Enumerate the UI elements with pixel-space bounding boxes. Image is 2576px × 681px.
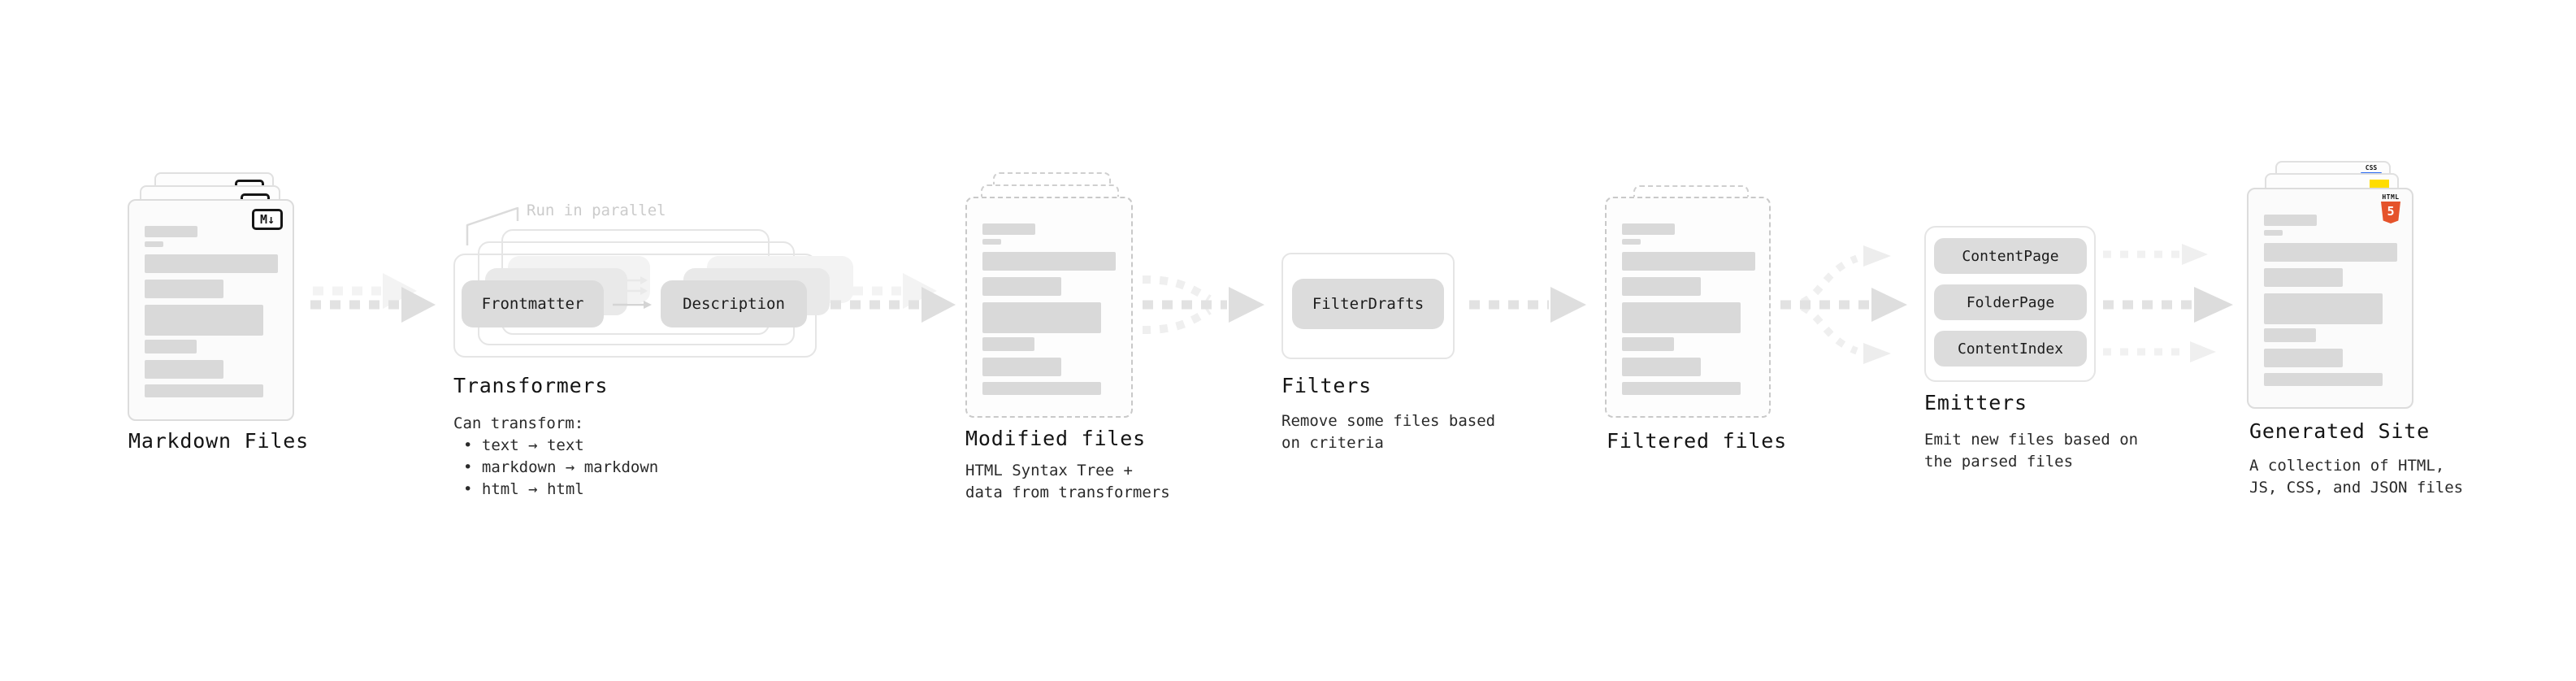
placeholder-bar: [145, 241, 163, 247]
filterdrafts-pill: FilterDrafts: [1292, 279, 1444, 329]
placeholder-bar: [2264, 215, 2317, 226]
placeholder-bar: [145, 384, 263, 397]
html-file-card: HTML 5: [2247, 188, 2413, 409]
placeholder-bar: [1622, 358, 1701, 376]
placeholder-bar: [2264, 373, 2383, 386]
file-content-placeholder: [1622, 223, 1755, 395]
frontmatter-pill: Frontmatter: [462, 280, 604, 327]
split-arrow-icon: [1780, 245, 1907, 364]
placeholder-bar: [1622, 277, 1701, 296]
html5-icon: HTML 5: [2380, 193, 2401, 223]
desc-line: data from transformers: [965, 484, 1170, 501]
emitters-description: Emit new files based on the parsed files: [1924, 429, 2138, 473]
placeholder-bar: [982, 239, 1001, 245]
contentindex-pill: ContentIndex: [1934, 331, 2087, 367]
placeholder-bar: [982, 252, 1116, 271]
flow-arrow-icon: [310, 273, 436, 323]
filtered-file-card: [1605, 197, 1771, 418]
desc-line: the parsed files: [1924, 453, 2074, 471]
placeholder-bar: [982, 337, 1034, 351]
placeholder-bar: [2264, 293, 2383, 324]
placeholder-bar: [1622, 337, 1674, 351]
filtered-files-label: Filtered files: [1607, 429, 1787, 453]
transformer-bullet: • text → text: [463, 436, 584, 454]
placeholder-bar: [982, 223, 1035, 235]
markdown-icon: M↓: [252, 209, 283, 230]
placeholder-bar: [1622, 302, 1741, 333]
triple-arrow-icon: [2103, 244, 2233, 362]
flow-arrow-icon: [1469, 287, 1586, 323]
markdown-file-card: M↓: [128, 199, 294, 421]
placeholder-bar: [145, 226, 197, 237]
desc-line: on criteria: [1281, 434, 1384, 452]
css-icon-label: CSS: [2365, 164, 2378, 171]
transformers-description: Can transform: • text → text • markdown …: [453, 413, 658, 501]
transformers-desc-title: Can transform:: [453, 414, 584, 432]
js-icon: [2370, 180, 2389, 189]
placeholder-bar: [1622, 252, 1755, 271]
desc-line: Emit new files based on: [1924, 431, 2139, 449]
desc-line: HTML Syntax Tree +: [965, 462, 1133, 479]
run-in-parallel-note: Run in parallel: [527, 202, 666, 219]
description-pill: Description: [661, 280, 807, 327]
flow-arrow-icon: [830, 273, 956, 323]
modified-files-description: HTML Syntax Tree + data from transformer…: [965, 460, 1170, 504]
placeholder-bar: [2264, 349, 2343, 367]
file-content-placeholder: [145, 226, 278, 397]
file-content-placeholder: [2264, 215, 2397, 386]
placeholder-bar: [982, 277, 1061, 296]
transformers-label: Transformers: [453, 374, 609, 397]
filters-outline: [1281, 253, 1455, 359]
transformer-bullet: • html → html: [463, 480, 584, 498]
html5-icon-label: HTML: [2382, 193, 2400, 201]
markdown-files-label: Markdown Files: [128, 429, 309, 453]
placeholder-bar: [982, 358, 1061, 376]
contentpage-pill: ContentPage: [1934, 238, 2087, 274]
emitters-outline: [1924, 226, 2096, 382]
pill-connector-arrows-icon: [613, 276, 652, 309]
desc-line: Remove some files based: [1281, 412, 1496, 430]
desc-line: A collection of HTML,: [2249, 457, 2445, 475]
merge-arrow-icon: [1142, 275, 1264, 334]
modified-file-card: [965, 197, 1133, 418]
filters-label: Filters: [1281, 374, 1372, 397]
desc-line: JS, CSS, and JSON files: [2249, 479, 2464, 497]
placeholder-bar: [145, 305, 263, 336]
emitters-label: Emitters: [1924, 391, 2027, 414]
placeholder-bar: [145, 360, 223, 379]
transformer-bullet: • markdown → markdown: [463, 458, 659, 476]
placeholder-bar: [1622, 382, 1741, 395]
placeholder-bar: [145, 280, 223, 298]
placeholder-bar: [982, 302, 1101, 333]
placeholder-bar: [2264, 243, 2397, 262]
placeholder-bar: [982, 382, 1101, 395]
generated-site-label: Generated Site: [2249, 419, 2430, 443]
html5-shield: 5: [2381, 202, 2400, 223]
placeholder-bar: [2264, 328, 2316, 342]
placeholder-bar: [145, 254, 278, 273]
file-content-placeholder: [982, 223, 1116, 395]
modified-files-label: Modified files: [965, 427, 1146, 450]
note-leader-line: [466, 206, 519, 245]
generated-site-description: A collection of HTML, JS, CSS, and JSON …: [2249, 455, 2463, 499]
placeholder-bar: [2264, 268, 2343, 287]
placeholder-bar: [1622, 239, 1641, 245]
placeholder-bar: [2264, 230, 2283, 236]
folderpage-pill: FolderPage: [1934, 284, 2087, 320]
filters-description: Remove some files based on criteria: [1281, 410, 1495, 454]
placeholder-bar: [145, 340, 197, 354]
placeholder-bar: [1622, 223, 1675, 235]
